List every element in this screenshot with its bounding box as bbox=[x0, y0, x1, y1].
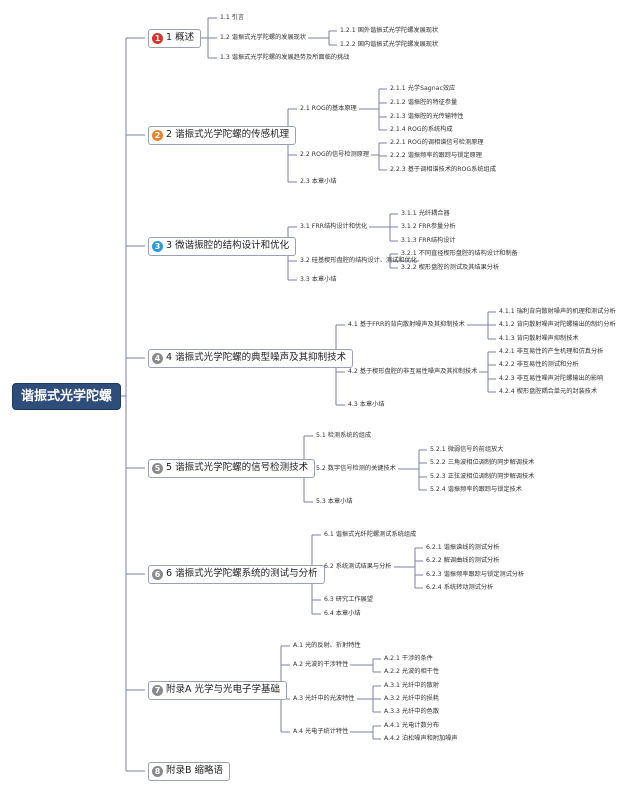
root-node[interactable]: 谐振式光学陀螺 bbox=[12, 382, 122, 410]
chapter-number-badge: 8 bbox=[152, 765, 163, 777]
chapter-number-badge: 1 bbox=[152, 32, 163, 44]
chapter-label: 附录B 缩略语 bbox=[166, 765, 224, 777]
subsection-node[interactable]: 1.2.1 国外谐振式光学陀螺发展现状 bbox=[340, 27, 439, 34]
chapter-label: 2 谐振式光学陀螺的传感机理 bbox=[166, 129, 290, 141]
subsection-node[interactable]: 1.2.2 国内谐振式光学陀螺发展现状 bbox=[340, 41, 439, 48]
subsection-node[interactable]: 3.2.2 楔形盘腔的测试及其结果分析 bbox=[401, 264, 500, 271]
subsection-node[interactable]: A.3.1 光纤中的散射 bbox=[384, 682, 440, 689]
section-node[interactable]: 3.1 FRR结构设计和优化 bbox=[300, 223, 368, 230]
section-node[interactable]: A.1 光的反射、折射特性 bbox=[293, 642, 361, 649]
section-node[interactable]: 1.1 引言 bbox=[220, 14, 245, 21]
section-node[interactable]: 6.2 系统测试结果与分析 bbox=[324, 563, 392, 570]
chapter-number-badge: 5 bbox=[152, 462, 163, 474]
chapter-label: 附录A 光学与光电子学基础 bbox=[166, 684, 281, 696]
subsection-node[interactable]: 2.2.2 谐振频率的跟踪与锁定原理 bbox=[390, 152, 482, 159]
subsection-node[interactable]: 4.2.3 非互易性噪声对陀螺输出的影响 bbox=[499, 375, 604, 382]
section-node[interactable]: 2.1 ROG的基本原理 bbox=[300, 105, 357, 112]
section-node[interactable]: 3.3 本章小结 bbox=[300, 276, 337, 283]
chapter-label: 1 概述 bbox=[166, 32, 195, 44]
chapter-number-badge: 6 bbox=[152, 568, 163, 580]
section-node[interactable]: 2.2 ROG的信号检测原理 bbox=[300, 151, 370, 158]
subsection-node[interactable]: 3.1.1 光纤耦合器 bbox=[401, 210, 450, 217]
section-node[interactable]: 6.1 谐振式光纤陀螺测试系统组成 bbox=[324, 531, 417, 538]
subsection-node[interactable]: 3.2.1 不同直径楔形盘腔的结构设计和制备 bbox=[401, 250, 518, 257]
section-node[interactable]: 6.4 本章小结 bbox=[324, 610, 361, 617]
section-node[interactable]: 4.1 基于FRR的背向散射噪声及其抑制技术 bbox=[348, 321, 465, 328]
chapter-number-badge: 2 bbox=[152, 129, 163, 141]
subsection-node[interactable]: 5.2.4 谐振频率的跟踪与锁定技术 bbox=[430, 486, 522, 493]
subsection-node[interactable]: 4.2.2 非互易性的测试和分析 bbox=[499, 361, 579, 368]
section-node[interactable]: 5.3 本章小结 bbox=[316, 498, 353, 505]
subsection-node[interactable]: A.4.2 泊松噪声和附加噪声 bbox=[384, 735, 458, 742]
subsection-node[interactable]: A.2.1 干涉的条件 bbox=[384, 655, 433, 662]
subsection-node[interactable]: 6.2.4 系统转动测试分析 bbox=[426, 584, 494, 591]
subsection-node[interactable]: 5.2.1 微弱信号的前组放大 bbox=[430, 446, 504, 453]
subsection-node[interactable]: 2.2.3 基于调相谱技术的ROG系统组成 bbox=[390, 166, 496, 173]
subsection-node[interactable]: 2.1.1 光学Sagnac效应 bbox=[390, 85, 456, 92]
chapter-label: 6 谐振式光学陀螺系统的测试与分析 bbox=[166, 568, 318, 580]
chapter-label: 4 谐振式光学陀螺的典型噪声及其抑制技术 bbox=[166, 352, 347, 364]
subsection-node[interactable]: 3.1.3 FRR结构设计 bbox=[401, 237, 456, 244]
chapter-number-badge: 3 bbox=[152, 240, 163, 252]
subsection-node[interactable]: 4.1.1 瑞利背向散射噪声的机理和测试分析 bbox=[499, 308, 616, 315]
chapter-number-badge: 4 bbox=[152, 352, 163, 364]
section-node[interactable]: A.4 光电子统计特性 bbox=[293, 728, 349, 735]
subsection-node[interactable]: A.4.1 光电计数分布 bbox=[384, 722, 440, 729]
section-node[interactable]: 2.3 本章小结 bbox=[300, 178, 337, 185]
subsection-node[interactable]: 6.2.2 解调曲线的测试分析 bbox=[426, 557, 500, 564]
section-node[interactable]: A.2 光波的干涉特性 bbox=[293, 661, 349, 668]
section-node[interactable]: A.3 光纤中的光波特性 bbox=[293, 695, 355, 702]
subsection-node[interactable]: A.3.2 光纤中的损耗 bbox=[384, 695, 440, 702]
section-node[interactable]: 1.3 谐振式光学陀螺的发展趋势及所面临的挑战 bbox=[220, 54, 350, 61]
subsection-node[interactable]: 3.1.2 FRR参量分析 bbox=[401, 223, 456, 230]
section-node[interactable]: 5.2 数字信号检测的关键技术 bbox=[316, 465, 396, 472]
subsection-node[interactable]: A.2.2 光波的相干性 bbox=[384, 668, 440, 675]
section-node[interactable]: 5.1 检测系统的组成 bbox=[316, 432, 372, 439]
section-node[interactable]: 1.2 谐振式光学陀螺的发展现状 bbox=[220, 34, 307, 41]
subsection-node[interactable]: 4.1.3 背向散射噪声抑制技术 bbox=[499, 335, 579, 342]
chapter-number-badge: 7 bbox=[152, 684, 163, 696]
subsection-node[interactable]: 2.1.3 谐振腔的光传输特性 bbox=[390, 113, 464, 120]
chapter-label: 5 谐振式光学陀螺的信号检测技术 bbox=[166, 462, 309, 474]
subsection-node[interactable]: 4.2.1 非互易性的产生机理和仿真分析 bbox=[499, 348, 604, 355]
subsection-node[interactable]: A.3.3 光纤中的色散 bbox=[384, 708, 440, 715]
subsection-node[interactable]: 2.2.1 ROG的调相谱信号检测原理 bbox=[390, 139, 484, 146]
section-node[interactable]: 4.2 基于楔形盘腔的非互易性噪声及其抑制技术 bbox=[348, 368, 478, 375]
subsection-node[interactable]: 6.2.1 谐振谱线的测试分析 bbox=[426, 544, 500, 551]
subsection-node[interactable]: 2.1.4 ROG的系统构成 bbox=[390, 126, 453, 133]
subsection-node[interactable]: 2.1.2 谐振腔的特征参量 bbox=[390, 99, 458, 106]
subsection-node[interactable]: 5.2.2 三角波相位调制的同步解调技术 bbox=[430, 459, 535, 466]
section-node[interactable]: 4.3 本章小结 bbox=[348, 401, 385, 408]
section-node[interactable]: 6.3 研究工作展望 bbox=[324, 596, 373, 603]
subsection-node[interactable]: 5.2.3 正弦波相位调制的同步解调技术 bbox=[430, 473, 535, 480]
subsection-node[interactable]: 6.2.3 谐振频率跟踪与锁定测试分析 bbox=[426, 571, 525, 578]
subsection-node[interactable]: 4.2.4 楔形盘腔耦合单元的封装技术 bbox=[499, 388, 598, 395]
section-node[interactable]: 3.2 硅基楔形盘腔的结构设计、测试和优化 bbox=[300, 257, 417, 264]
subsection-node[interactable]: 4.1.2 背向散射噪声对陀螺输出的制约分析 bbox=[499, 321, 616, 328]
chapter-label: 3 微谐振腔的结构设计和优化 bbox=[166, 240, 290, 252]
